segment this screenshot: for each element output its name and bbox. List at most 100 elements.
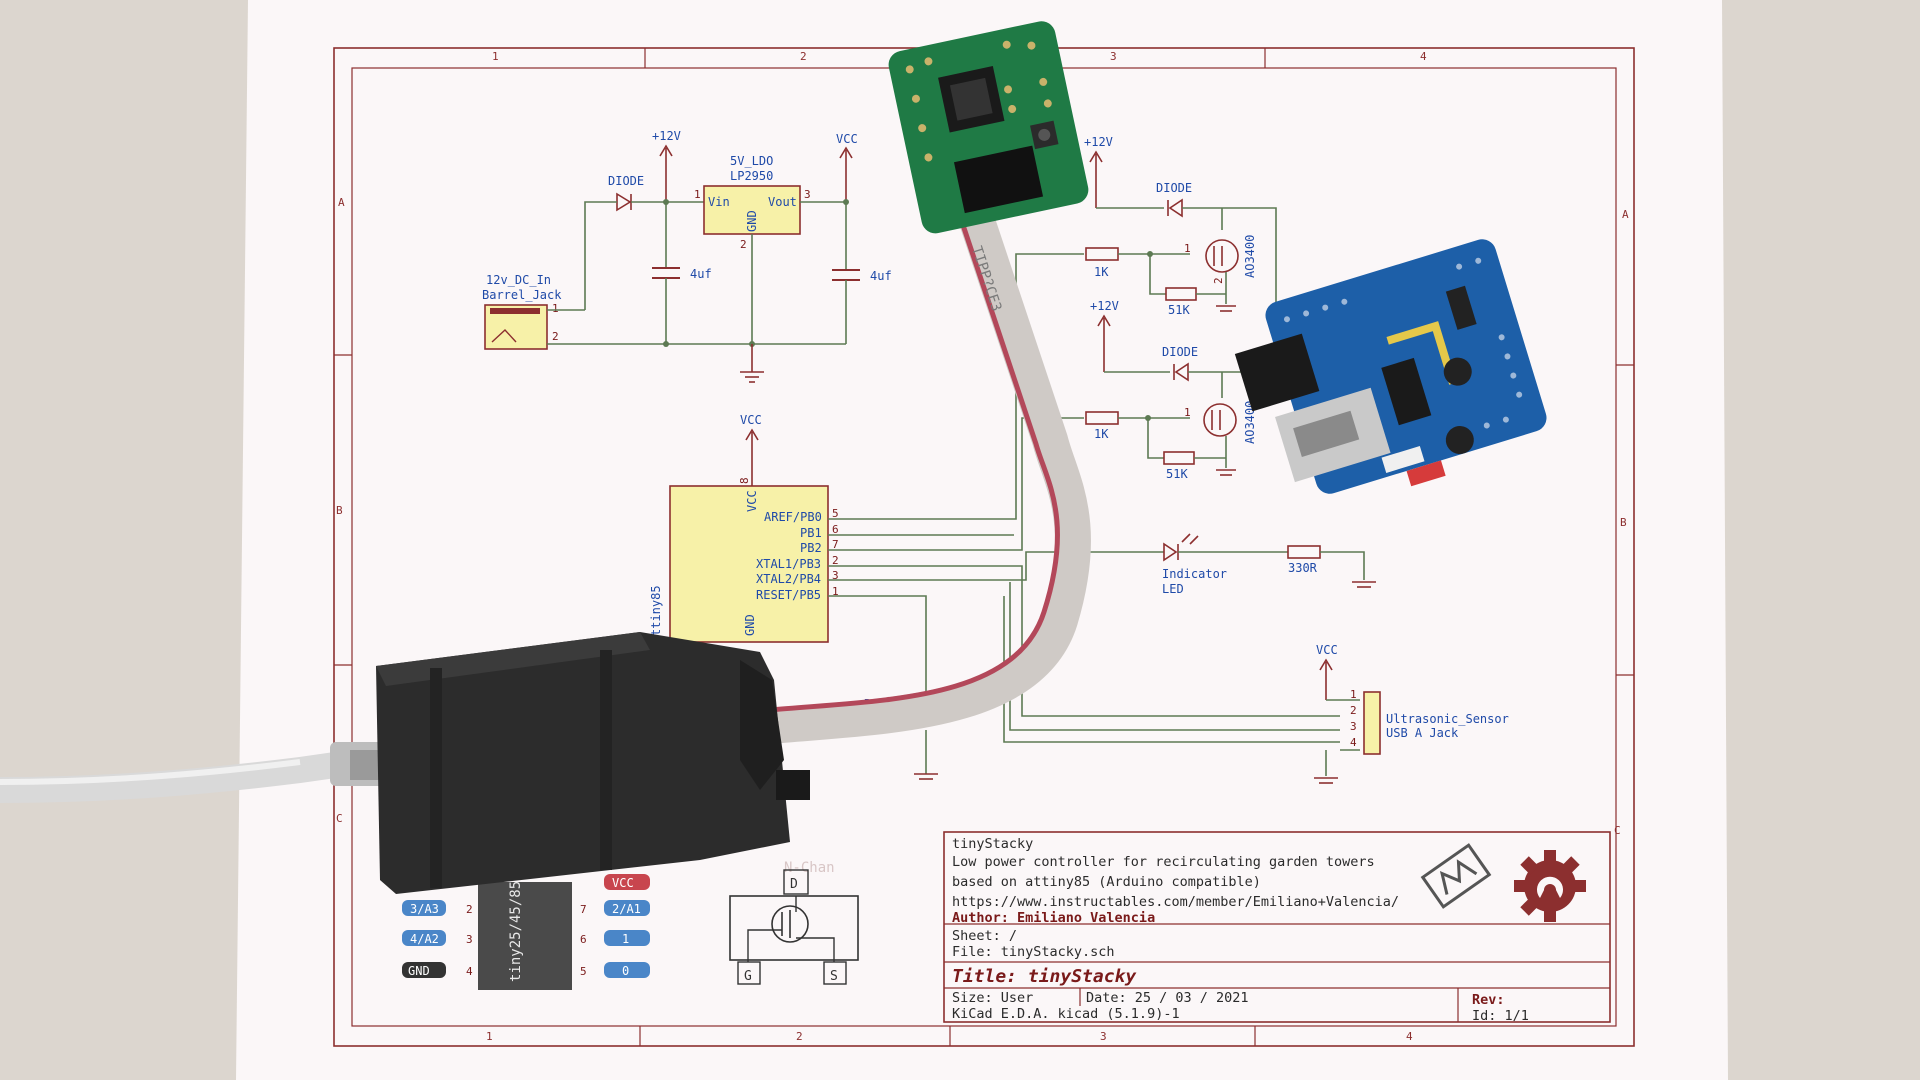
mcu-vcc-num: 8 — [738, 477, 751, 484]
tb-project: tinyStacky — [952, 836, 1033, 852]
drv-bot-mosfet: AO3400 — [1243, 401, 1257, 444]
mcu-pin2-num: 7 — [832, 538, 839, 551]
sensor-pin1: 1 — [1350, 688, 1357, 701]
grid-col-3: 3 — [1110, 50, 1117, 63]
mcu-pin5-name: RESET/PB5 — [756, 588, 821, 602]
led-name2: LED — [1162, 582, 1184, 596]
pinout-right-1: 1 — [622, 932, 629, 946]
tb-id: Id: 1/1 — [1472, 1008, 1529, 1024]
green-pcb — [888, 21, 1089, 234]
grid-col-4: 4 — [1420, 50, 1427, 63]
grid-col-4-bottom: 4 — [1406, 1030, 1413, 1043]
ldo-pin2: 2 — [740, 238, 747, 251]
pinout-right-top: VCC — [612, 876, 634, 890]
ribbon-cable — [768, 194, 1091, 744]
driver-bottom: +12V DIODE 1K 51K 1 AO3400 — [1085, 299, 1290, 481]
ldo-pin3: 3 — [804, 188, 811, 201]
usb-cable — [0, 747, 383, 803]
grid-row-c-right: C — [1614, 824, 1621, 837]
title-block: tinyStacky Low power controller for reci… — [943, 831, 1611, 1024]
tb-title: Title: tinyStacky — [952, 966, 1137, 987]
mcu-pin3-name: XTAL1/PB3 — [756, 557, 821, 571]
mcu-pin3-num: 2 — [832, 554, 839, 567]
pinout-left-num-1: 3 — [466, 933, 473, 946]
drv-top-r1: 1K — [1094, 265, 1109, 279]
mcu-vcc-label: VCC — [740, 413, 762, 427]
sot23-faded: N-Chan — [784, 860, 835, 876]
pinout-chip — [478, 882, 572, 990]
led-name: Indicator — [1162, 567, 1227, 581]
sot23-s: S — [830, 969, 838, 984]
pinout-left-0: 3/A3 — [410, 902, 439, 916]
open-hardware-gear-icon — [1514, 850, 1586, 922]
pinout-right-0: 2/A1 — [612, 902, 641, 916]
tb-desc1: Low power controller for recirculating g… — [952, 854, 1375, 870]
maker-logo-icon — [1420, 843, 1492, 909]
ldo-vout: Vout — [768, 195, 797, 209]
sensor-vcc: VCC — [1316, 643, 1338, 657]
mcu-part: ttiny85 — [649, 585, 663, 636]
pinout-left-num-0: 2 — [466, 903, 473, 916]
drv-top-12v: +12V — [1084, 135, 1113, 149]
grid-col-3-bottom: 3 — [1100, 1030, 1107, 1043]
mcu-vcc-pin: VCC — [745, 490, 759, 512]
drv-top-pin2: 2 — [1212, 277, 1225, 284]
ldo-pin1: 1 — [694, 188, 701, 201]
grid-col-2: 2 — [800, 50, 807, 63]
grid-labels: 1 2 3 4 1 2 3 4 A B C A B C — [336, 50, 1629, 1043]
usb-a-jack — [1363, 691, 1381, 755]
grid-col-2-bottom: 2 — [796, 1030, 803, 1043]
ldo-part: LP2950 — [730, 169, 773, 183]
jack-name: 12v_DC_In — [486, 273, 551, 287]
pinout-left-num-2: 4 — [466, 965, 473, 978]
drv-bot-r1: 1K — [1094, 427, 1109, 441]
mcu-pin4-name: XTAL2/PB4 — [756, 572, 821, 586]
pinout-right-num-0: 7 — [580, 903, 587, 916]
grid-row-c: C — [336, 812, 343, 825]
tb-size: Size: User — [952, 990, 1033, 1006]
pinout-right-2: 0 — [622, 964, 629, 978]
sensor-pin3: 3 — [1350, 720, 1357, 733]
jack-pin2: 2 — [552, 330, 559, 343]
mcu-pin0-name: AREF/PB0 — [764, 510, 822, 524]
tb-rev: Rev: — [1472, 992, 1505, 1008]
ldo-gnd: GND — [745, 210, 759, 232]
pinout-left-2: GND — [408, 964, 430, 978]
mcu-pin4-num: 3 — [832, 569, 839, 582]
attiny85-chip — [669, 485, 829, 643]
mcu-pin1-name: PB1 — [800, 526, 822, 540]
sot23-d: D — [790, 877, 798, 892]
tb-url: https://www.instructables.com/member/Emi… — [952, 894, 1399, 910]
mcu-pin1-num: 6 — [832, 523, 839, 536]
vcc-label-ldo: VCC — [836, 132, 858, 146]
drv-top-diode: DIODE — [1156, 181, 1192, 195]
drv-bot-diode: DIODE — [1162, 345, 1198, 359]
pinout-chip-label: tiny25/45/85 — [508, 881, 524, 982]
blue-pcb — [1234, 239, 1547, 494]
tb-author: Author: Emiliano Valencia — [952, 910, 1155, 926]
led-section: Indicator LED 330R — [1162, 533, 1376, 596]
grid-col-1-bottom: 1 — [486, 1030, 493, 1043]
grid-row-a: A — [338, 196, 345, 209]
mcu-pin5-num: 1 — [832, 585, 839, 598]
grid-row-a-right: A — [1622, 208, 1629, 221]
grid-col-1: 1 — [492, 50, 499, 63]
tb-desc2: based on attiny85 (Arduino compatible) — [952, 874, 1261, 890]
mcu-pin0-num: 5 — [832, 507, 839, 520]
sensor-section: VCC 1 2 3 4 Ultrasonic_Sensor USB A Jack — [1314, 643, 1509, 784]
tb-sheet: Sheet: / — [952, 928, 1017, 944]
sensor-pin2: 2 — [1350, 704, 1357, 717]
jack-part: Barrel_Jack — [482, 288, 562, 302]
cap-right-label: 4uf — [870, 269, 892, 283]
drv-top-pin1: 1 — [1184, 242, 1191, 255]
tb-kicad: KiCad E.D.A. kicad (5.1.9)-1 — [952, 1006, 1180, 1022]
sot23-g: G — [744, 969, 752, 984]
pinout-right-num-2: 5 — [580, 965, 587, 978]
tb-date: Date: 25 / 03 / 2021 — [1086, 990, 1249, 1006]
drv-bot-r2: 51K — [1166, 467, 1188, 481]
drv-top-r2: 51K — [1168, 303, 1190, 317]
sensor-name: Ultrasonic_Sensor — [1386, 712, 1509, 726]
pinout-right-num-1: 6 — [580, 933, 587, 946]
tb-file: File: tinyStacky.sch — [952, 944, 1115, 960]
